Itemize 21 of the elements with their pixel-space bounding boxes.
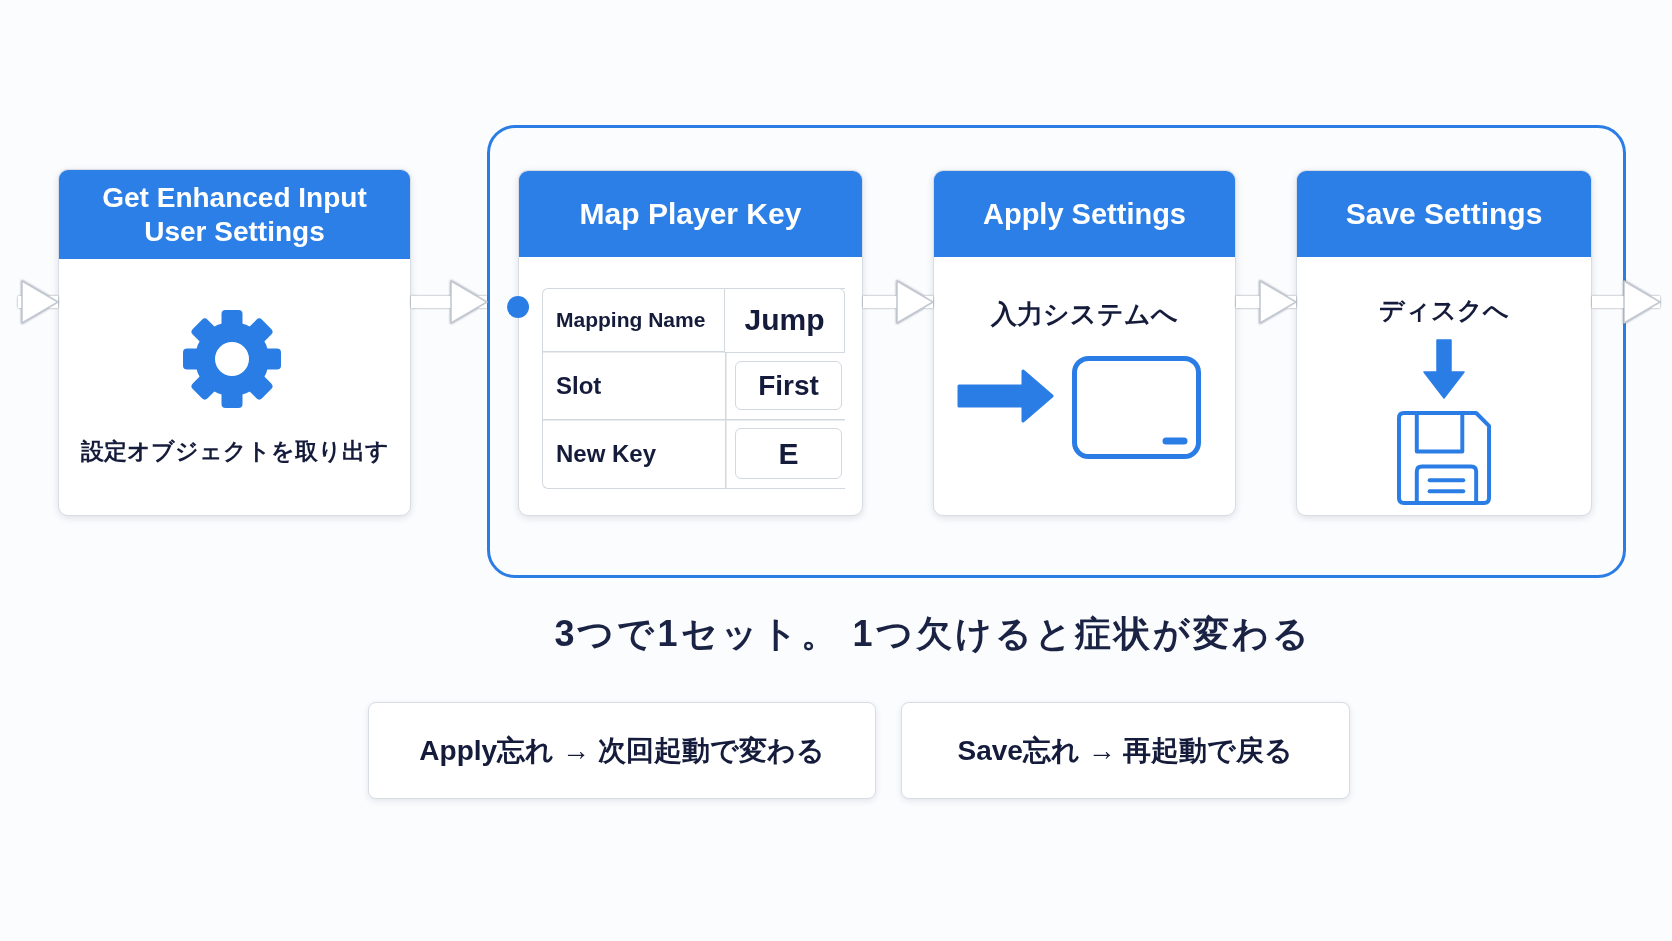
note-card: Save忘れ → 再起動で戻る [901, 702, 1350, 799]
pin-label: Slot [556, 371, 602, 401]
title-bar: Save Settings [1297, 171, 1591, 257]
title-bar: Map Player Key [519, 171, 862, 257]
description-text: ディスクへ [1379, 295, 1509, 325]
caption-text: 3つで1セット。 1つ欠けると症状が変わる [554, 612, 1312, 656]
node-card [1296, 170, 1592, 516]
pin-label: Mapping Name [556, 307, 706, 333]
node-card [933, 170, 1236, 516]
description-text: 設定オブジェクトを取り出す [80, 438, 389, 466]
value-field: Jump [724, 287, 845, 353]
note-card: Apply忘れ → 次回起動で変わる [368, 702, 876, 799]
title-bar: Apply Settings [934, 171, 1235, 257]
value-field: First [735, 361, 842, 410]
arrow [18, 280, 59, 324]
title-bar: Get Enhanced Input User Settings [59, 170, 410, 259]
value-field: E [735, 428, 842, 479]
node-card [58, 169, 411, 516]
pin-label: New Key [556, 439, 657, 469]
group-frame [487, 125, 1626, 578]
description-text: 入力システムへ [991, 299, 1178, 331]
